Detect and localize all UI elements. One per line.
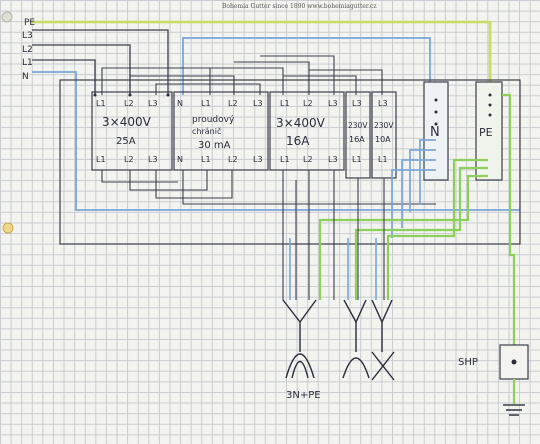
terminal-top-l1: L1 <box>280 99 290 108</box>
breaker-rating-current: 16A <box>286 134 310 148</box>
n-busbar-label: N <box>430 125 440 140</box>
pe-label: PE <box>24 18 35 28</box>
socket-3p-arc-inner <box>291 360 309 379</box>
terminal-top-l2: L2 <box>124 99 134 108</box>
punch-hole <box>1 11 13 23</box>
breaker-1p-16a: L3 230V 16A L1 <box>345 91 371 179</box>
breaker-rating-current: 16A <box>349 135 365 144</box>
breaker-3p-16a-body <box>269 91 345 171</box>
socket-1p16-fork <box>343 299 367 324</box>
rcd-terminal-bottom-n: N <box>177 155 183 164</box>
breaker-to-rcd-links <box>101 170 436 205</box>
terminal-top-l3: L3 <box>328 99 338 108</box>
punch-hole <box>2 222 14 234</box>
l1-label: L1 <box>22 58 33 68</box>
breaker-rating-current: 10A <box>375 135 391 144</box>
breaker-3p-25a-body <box>91 91 173 171</box>
terminal-bottom-l1: L1 <box>96 155 106 164</box>
socket-1p16-arc <box>342 357 370 379</box>
rcd-terminal-top-l2: L2 <box>228 99 238 108</box>
pe-supply-wire <box>30 20 492 85</box>
socket-3p-arc <box>285 353 315 379</box>
pe-wires <box>318 93 516 345</box>
n-supply-wire <box>32 71 520 211</box>
shp-screw-icon <box>511 359 517 365</box>
shp-label: SHP <box>458 357 478 368</box>
terminal-dots <box>93 93 492 126</box>
output-phase-wires <box>282 170 385 300</box>
breaker-3p-25a: L1 L2 L3 3×400V 25A L1 L2 L3 <box>91 91 173 171</box>
breaker-3p-16a: L1 L2 L3 3×400V 16A L1 L2 L3 <box>269 91 345 171</box>
pe-busbar-body <box>475 81 503 181</box>
breaker-1p-10a: L3 230V 10A L1 <box>371 91 397 179</box>
rcd-terminal-bottom-l2: L2 <box>228 155 238 164</box>
l1-supply-wire <box>32 59 96 95</box>
breaker-rating-voltage: 3×400V <box>102 115 152 129</box>
socket-3p-fork <box>282 299 317 324</box>
pe-busbar: PE <box>475 81 503 181</box>
rcd-terminal-bottom-l3: L3 <box>253 155 263 164</box>
rcd-terminal-top-l1: L1 <box>201 99 211 108</box>
n-busbar-body <box>423 81 449 181</box>
l3-label: L3 <box>22 31 33 41</box>
l2-label: L2 <box>22 45 33 55</box>
terminal-bottom-l1: L1 <box>280 155 290 164</box>
phase-bridges <box>101 55 383 95</box>
n-busbar: N <box>423 81 449 181</box>
n-label: N <box>22 72 29 82</box>
n-busbar-feed <box>182 37 431 95</box>
socket-1p10-cross <box>371 351 395 381</box>
terminal-bottom-l3: L3 <box>328 155 338 164</box>
l3-supply-wire <box>32 29 169 95</box>
breaker-rating-voltage: 230V <box>348 121 368 130</box>
rcd-label-line3: 30 mA <box>198 140 231 151</box>
terminal-bottom-l1: L1 <box>378 155 388 164</box>
terminal-top-l3: L3 <box>148 99 158 108</box>
pe-supply-stripe <box>30 21 491 85</box>
paper-header: Bohemia Gutter since 1890 www.bohemiagut… <box>222 3 377 10</box>
breaker-rating-voltage: 3×400V <box>276 116 326 130</box>
socket-1p10-fork <box>371 299 393 324</box>
rcd-30ma: N L1 L2 L3 proudový chránič 30 mA N L1 L… <box>173 91 269 171</box>
output-neutral-wires <box>289 238 377 300</box>
l2-supply-wire <box>32 44 131 95</box>
terminal-top-l3: L3 <box>352 99 362 108</box>
rcd-terminal-top-n: N <box>177 99 183 108</box>
rcd-terminal-top-l3: L3 <box>253 99 263 108</box>
terminal-bottom-l3: L3 <box>148 155 158 164</box>
terminal-bottom-l2: L2 <box>124 155 134 164</box>
rcd-terminal-bottom-l1: L1 <box>201 155 211 164</box>
socket-3p-label: 3N+PE <box>286 390 321 401</box>
supply-lines <box>30 20 520 211</box>
pe-busbar-label: PE <box>479 126 493 139</box>
breaker-rating-current: 25A <box>116 136 136 147</box>
rcd-label-line1: proudový <box>192 115 235 125</box>
neutral-wires <box>391 139 436 238</box>
terminal-top-l1: L1 <box>96 99 106 108</box>
output-sockets <box>282 299 395 381</box>
breaker-rating-voltage: 230V <box>374 121 394 130</box>
terminal-bottom-l2: L2 <box>303 155 313 164</box>
rcd-body <box>173 91 269 171</box>
terminal-top-l3: L3 <box>378 99 388 108</box>
terminal-top-l2: L2 <box>303 99 313 108</box>
terminal-bottom-l1: L1 <box>352 155 362 164</box>
ground-terminal: SHP <box>458 344 529 416</box>
rcd-label-line2: chránič <box>192 126 221 136</box>
